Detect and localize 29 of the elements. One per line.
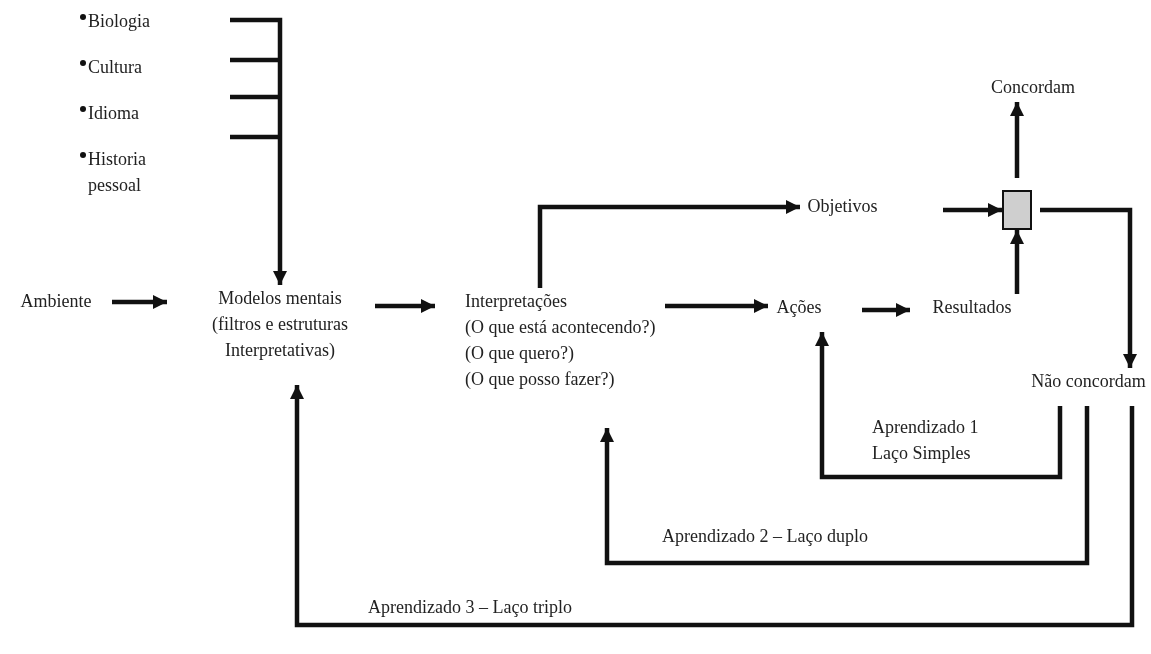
- bracket-arrow: [227, 17, 287, 288]
- node-label: Concordam: [990, 76, 1076, 99]
- node-label: Objetivos: [806, 195, 879, 218]
- arrow: [1010, 102, 1024, 178]
- arrow: [112, 295, 167, 309]
- node-label: Ações: [775, 296, 823, 319]
- factor-label: Biologia: [88, 10, 151, 33]
- node-label: Resultados: [931, 296, 1013, 319]
- factor-label: Cultura: [88, 56, 143, 79]
- arrow: [375, 299, 435, 313]
- node-label: Ambiente: [19, 290, 93, 313]
- arrow: [665, 299, 768, 313]
- arrow: [943, 203, 1002, 217]
- arrow: [600, 406, 1090, 566]
- arrow: [862, 303, 910, 317]
- node-sublabel: (O que posso fazer?): [465, 368, 616, 391]
- arrow: [815, 332, 1063, 480]
- arrow: [1010, 230, 1024, 294]
- node-label: Não concordam: [1030, 370, 1147, 393]
- node-sublabel: (filtros e estruturas Interpretativas): [211, 313, 349, 362]
- factor-label: Idioma: [88, 102, 140, 125]
- factor-label: Historia pessoal: [88, 148, 147, 197]
- arrow: [290, 385, 1135, 628]
- node-label: Modelos mentais: [217, 287, 343, 310]
- node-sublabel: (O que está acontecendo?): [465, 316, 657, 339]
- node-label: Interpretações: [465, 290, 568, 313]
- arrow: [537, 200, 800, 288]
- arrow: [1040, 207, 1137, 368]
- node-sublabel: (O que quero?): [465, 342, 575, 365]
